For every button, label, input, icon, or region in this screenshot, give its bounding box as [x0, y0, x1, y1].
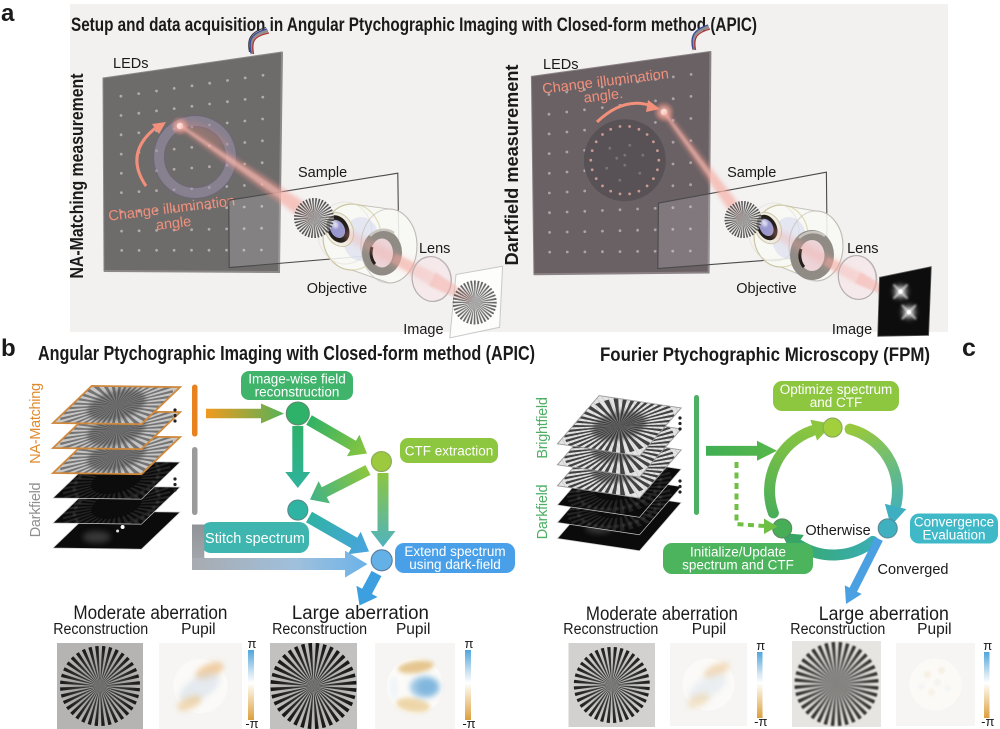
svg-text:π: π	[465, 636, 474, 651]
svg-text:CTF extraction: CTF extraction	[405, 444, 494, 459]
svg-text:b: b	[1, 335, 16, 362]
svg-text:Converged: Converged	[878, 562, 949, 578]
svg-text:Lens: Lens	[847, 241, 878, 257]
svg-text:Lens: Lens	[419, 241, 450, 257]
svg-text:Setup and data acquisition in: Setup and data acquisition in Angular Pt…	[71, 15, 757, 36]
svg-text:-π: -π	[245, 716, 258, 729]
svg-text:Fourier Ptychographic Microsco: Fourier Ptychographic Microscopy (FPM)	[600, 345, 930, 366]
svg-text:Optimize spectrum: Optimize spectrum	[780, 382, 893, 397]
svg-text:and CTF: and CTF	[810, 395, 863, 410]
svg-text:Pupil: Pupil	[917, 621, 951, 638]
svg-text:NA-Matching: NA-Matching	[28, 383, 44, 464]
svg-text:Darkfield: Darkfield	[535, 485, 551, 540]
svg-text:Pupil: Pupil	[181, 621, 215, 638]
svg-text:-π: -π	[981, 714, 994, 729]
svg-text:Image: Image	[403, 322, 443, 338]
svg-text:NA-Matching measurement: NA-Matching measurement	[67, 73, 87, 278]
svg-text:LEDs: LEDs	[543, 57, 578, 73]
svg-text:Large aberration: Large aberration	[292, 603, 429, 624]
svg-text:Reconstruction: Reconstruction	[790, 621, 885, 638]
svg-text:Otherwise: Otherwise	[805, 523, 870, 539]
svg-text:Pupil: Pupil	[692, 621, 726, 638]
svg-text:Objective: Objective	[307, 281, 367, 297]
svg-text:Extend spectrum: Extend spectrum	[404, 544, 505, 559]
svg-text:Darkfield measurement: Darkfield measurement	[502, 65, 522, 266]
svg-text:Sample: Sample	[727, 165, 776, 181]
svg-text:angle.: angle.	[583, 86, 624, 107]
svg-text:Reconstruction: Reconstruction	[272, 621, 367, 638]
svg-text:Moderate aberration: Moderate aberration	[73, 603, 227, 624]
svg-text:a: a	[1, 0, 15, 27]
svg-text:π: π	[248, 636, 257, 651]
svg-text:reconstruction: reconstruction	[255, 385, 340, 400]
svg-text:Angular Ptychographic Imaging: Angular Ptychographic Imaging with Close…	[38, 342, 535, 365]
svg-text:Objective: Objective	[736, 281, 796, 297]
svg-text:Initialize/Update: Initialize/Update	[690, 545, 786, 560]
svg-text:π: π	[983, 638, 992, 653]
svg-text:Moderate aberration: Moderate aberration	[586, 604, 738, 625]
svg-text:Reconstruction: Reconstruction	[53, 621, 148, 638]
svg-text:-π: -π	[462, 716, 475, 729]
svg-text:Evaluation: Evaluation	[922, 528, 985, 543]
svg-text:Brightfield: Brightfield	[535, 397, 551, 458]
svg-text:Reconstruction: Reconstruction	[563, 621, 658, 638]
svg-text:π: π	[756, 638, 765, 653]
svg-text:angle: angle	[155, 214, 192, 234]
svg-text:Darkfield: Darkfield	[28, 483, 44, 538]
svg-text:Stitch spectrum: Stitch spectrum	[205, 531, 305, 547]
svg-text:-π: -π	[754, 714, 767, 729]
svg-text:Large aberration: Large aberration	[819, 604, 949, 625]
svg-text:Pupil: Pupil	[396, 621, 430, 638]
svg-text:Image-wise field: Image-wise field	[248, 372, 346, 387]
svg-text:using dark-field: using dark-field	[409, 557, 501, 572]
svg-text:spectrum and CTF: spectrum and CTF	[682, 558, 794, 573]
svg-text:c: c	[962, 334, 976, 362]
svg-text:Sample: Sample	[298, 165, 347, 181]
svg-text:LEDs: LEDs	[113, 56, 148, 72]
svg-text:Convergence: Convergence	[914, 515, 994, 530]
svg-text:Image: Image	[832, 322, 872, 338]
